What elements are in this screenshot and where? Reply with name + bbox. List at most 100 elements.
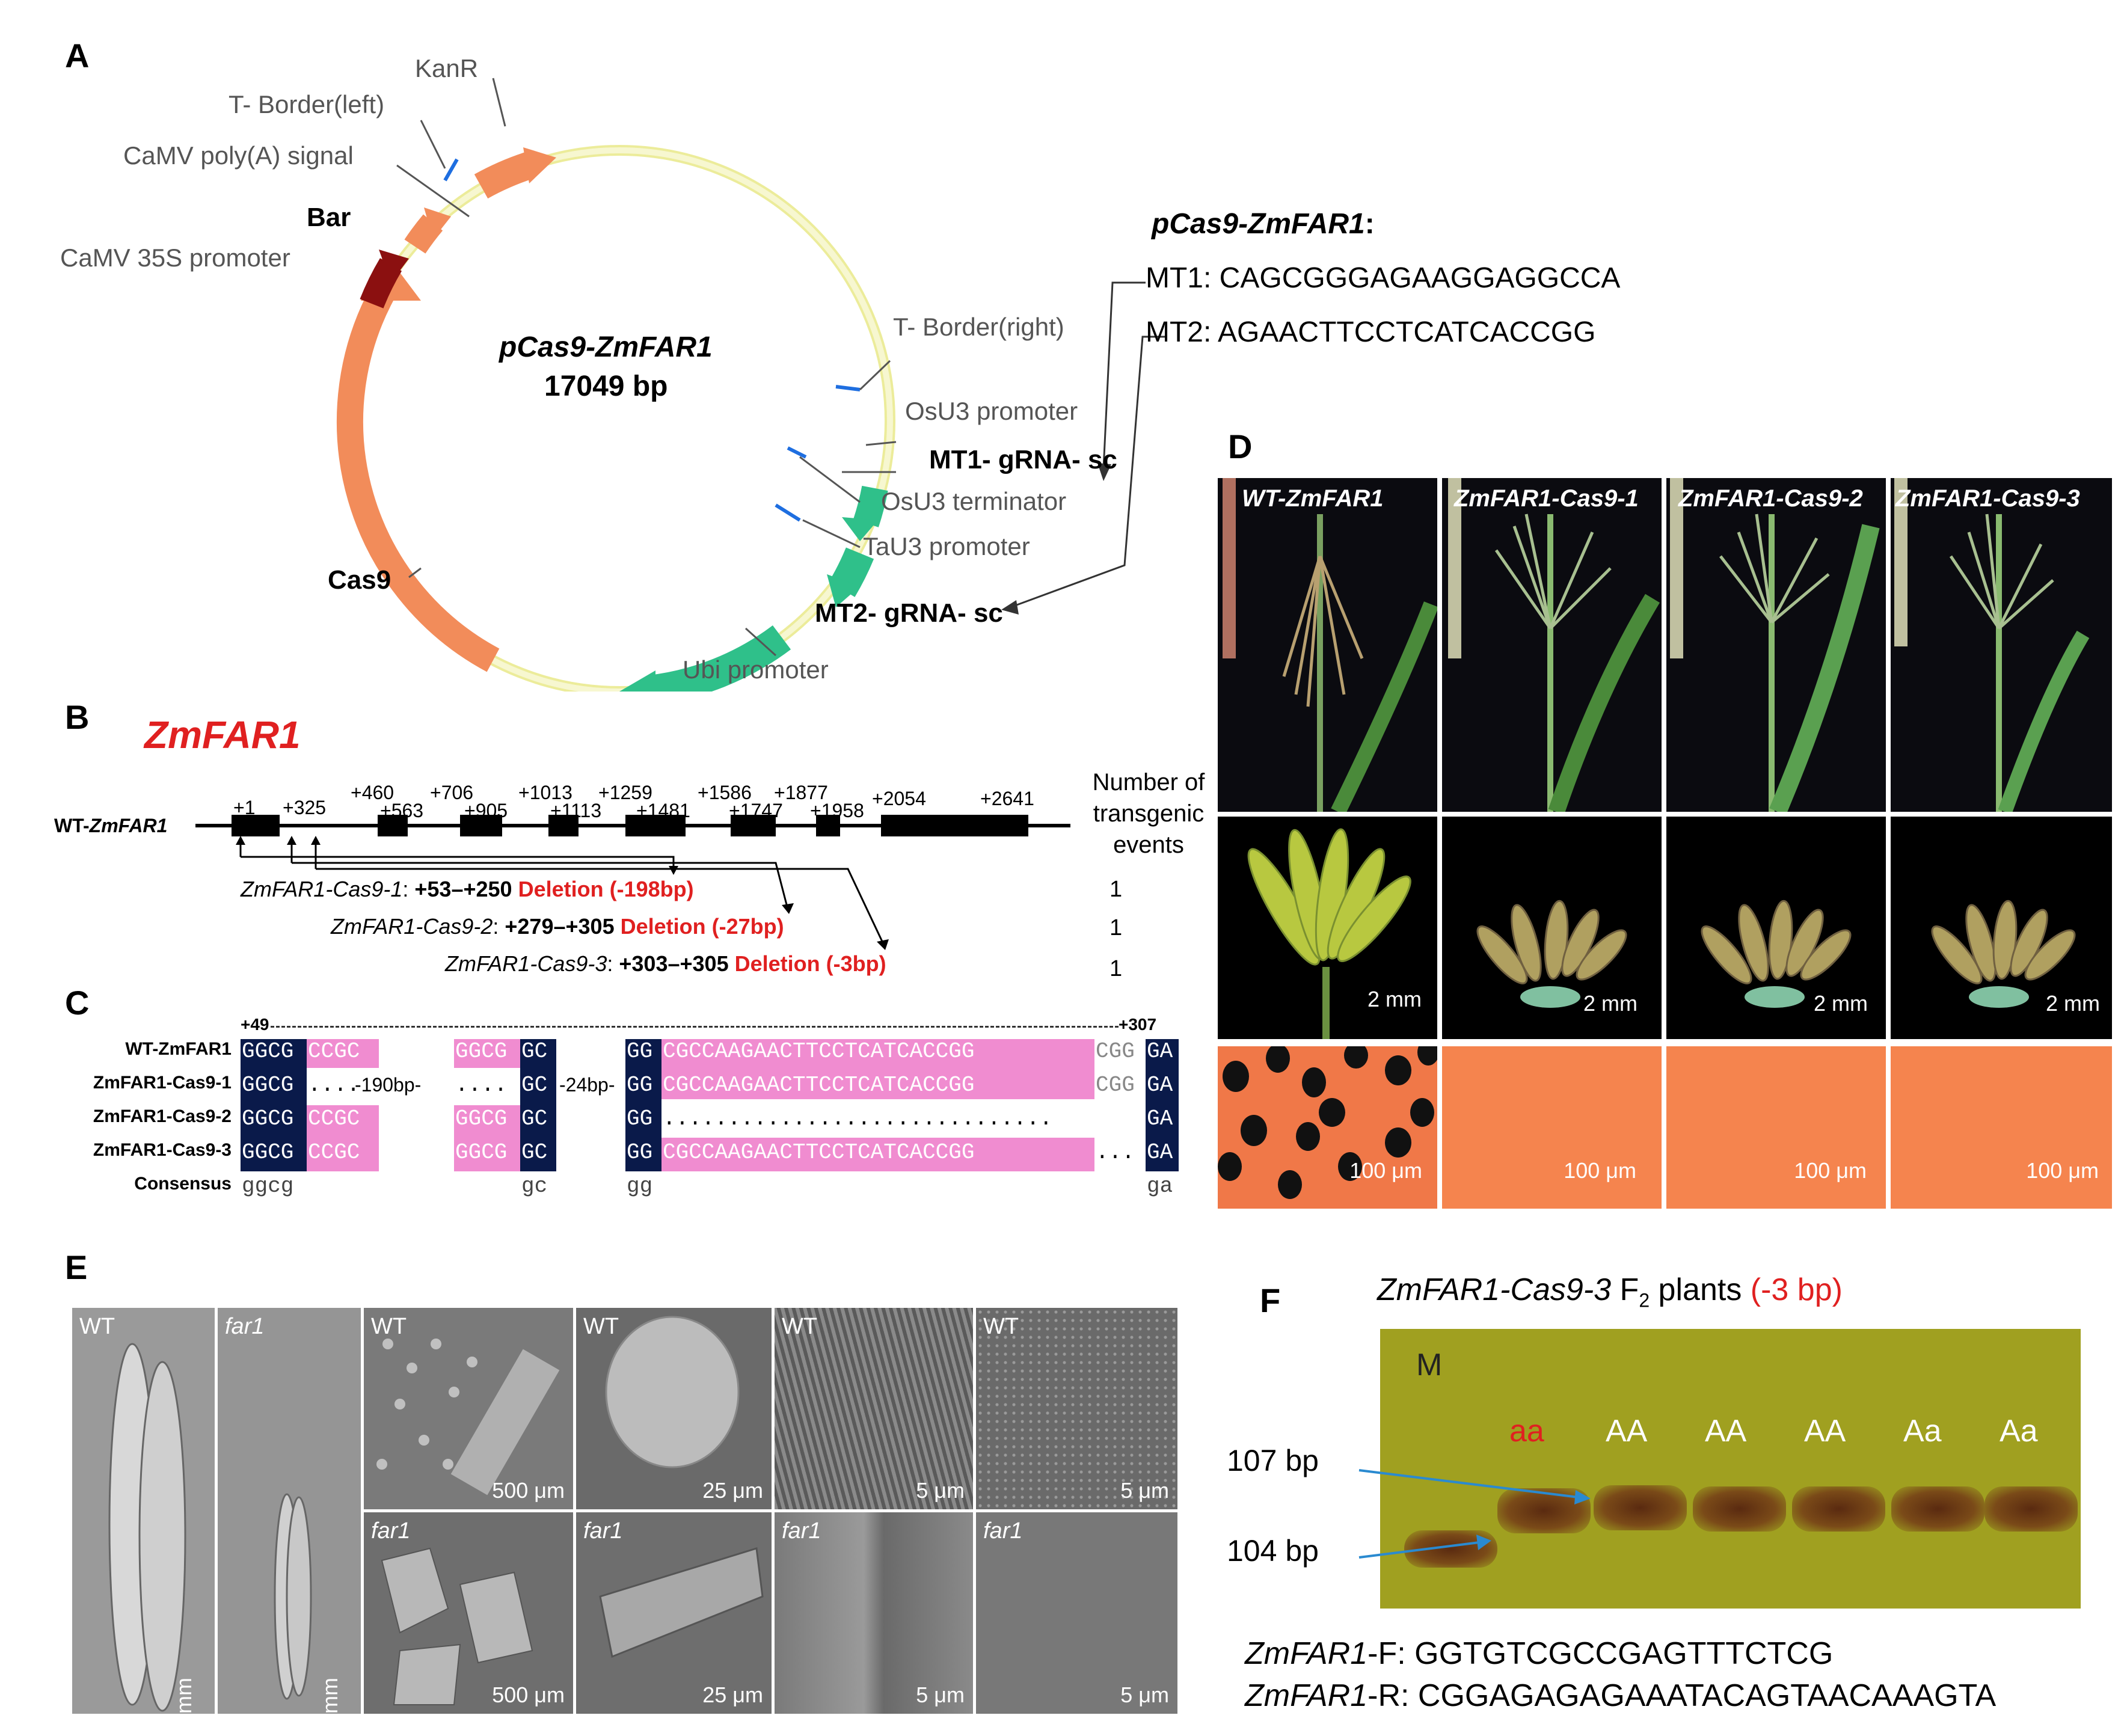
seq-seg: CCGC [308,1039,360,1064]
mt1-sequence: MT1: CAGCGGGAGAAGGAGGCCA [1146,262,1621,294]
sem-label: far1 [583,1518,623,1544]
seq-seg: GC [521,1073,548,1097]
kanr-arc [474,152,534,199]
alignment-ruler [271,1026,1119,1028]
gene-title: ZmFAR1 [144,713,301,756]
pos-label: +1 [233,797,256,818]
sem-scale: 5 μm [1120,1478,1169,1503]
gel-title: ZmFAR1-Cas9-3 F2 plants (-3 bp) [1377,1272,1843,1311]
wt-prefix: WT- [54,815,90,836]
line-deletion: Deletion (-198bp) [518,877,694,901]
wt-gene-label: WT-ZmFAR1 [54,815,167,837]
alignment-start: +49 [241,1015,269,1034]
panel-d-letter: D [1228,428,1253,465]
gel-image: M aa AA AA AA Aa Aa [1380,1329,2081,1609]
seq-seg: CGCCAAGAACTTCCTCATCACCGG [663,1039,975,1064]
bar-label: Bar [307,203,351,232]
scale-bar-label: 2 mm [1583,991,1637,1016]
tassel-photo-wt: WT-ZmFAR1 [1218,478,1437,812]
sem-label: far1 [983,1518,1023,1544]
seq-seg: .... [455,1073,508,1097]
seq-seg: GA [1147,1106,1173,1131]
seq-seg: GC [521,1140,548,1165]
sem-far1-1: far1 500 μm [364,1512,573,1714]
gel-title-f: F [1619,1272,1639,1307]
gel-title-sub: 2 [1639,1289,1650,1311]
column-label: ZmFAR1-Cas9-2 [1678,485,1863,512]
seq-seg: CGCCAAGAACTTCCTCATCACCGG [663,1073,975,1097]
consensus-seg: gc [521,1174,548,1198]
band-lane-3 [1693,1486,1786,1532]
tassel-photo-cas9-2: ZmFAR1-Cas9-2 [1666,478,1886,812]
events-header: Number of transgenic events [1058,767,1239,860]
cas9-label: Cas9 [328,565,391,595]
seq-seg: GGCG [455,1106,508,1131]
sem-scale: 25 μm [702,1682,763,1707]
sem-wt-1: WT 500 μm [364,1308,573,1509]
seq-seg: GGCG [455,1039,508,1064]
line-name: ZmFAR1-Cas9-1 [241,877,403,901]
sem-wt-4: WT 5 μm [976,1308,1177,1509]
seq-seg: ... [1096,1140,1135,1165]
lane-genotype: Aa [1903,1414,1942,1449]
seq-seg: GA [1147,1073,1173,1097]
line-range: +279–+305 [505,914,615,939]
pos-label: +905 [464,800,508,821]
pos-label: +563 [380,800,424,821]
scale-bar-label: 100 μm [2026,1158,2099,1183]
primer-seq: CGGAGAGAGAAATACAGTAACAAAGTA [1417,1678,1997,1713]
gel-title-line: ZmFAR1-Cas9-3 [1377,1272,1612,1307]
panel-e-letter: E [65,1248,88,1286]
sem-scale: 500 μm [492,1478,565,1503]
tborder-left-label: T- Border(left) [229,90,385,118]
pos-label: +1013 [518,782,572,803]
seq-seg: GGCG [242,1073,294,1097]
plasmid-name: pCas9-ZmFAR1 [499,331,713,363]
column-label: ZmFAR1-Cas9-1 [1454,485,1639,512]
sem-label: WT [583,1314,619,1339]
seq-seg: CCGC [308,1140,360,1165]
row-label: ZmFAR1-Cas9-2 [93,1106,232,1126]
marker-label: M [1416,1348,1443,1382]
row-label: ZmFAR1-Cas9-3 [93,1140,232,1160]
consensus-seg: gg [627,1174,653,1198]
pollen-photo-cas9-1: 100 μm [1442,1046,1662,1209]
spikelet-photo-wt: 2 mm [1218,817,1437,1039]
pos-label: +1259 [598,782,652,803]
camv-polya-label: CaMV poly(A) signal [123,141,354,170]
seq-seg: GGCG [455,1140,508,1165]
sem-far1-4: far1 5 μm [976,1512,1177,1714]
primer-name: ZmFAR1 [1245,1678,1368,1713]
seq-seg: GG [627,1106,653,1131]
band-lane-5 [1891,1486,1984,1532]
seq-seg: CGG [1096,1073,1135,1097]
spikelet-photo-cas9-1: 2 mm [1442,817,1662,1039]
primer-reverse: ZmFAR1-R: CGGAGAGAGAAATACAGTAACAAAGTA [1245,1678,1996,1714]
sem-anther-wt: WT 1 mm [72,1308,215,1714]
sem-scale: 5 μm [1120,1682,1169,1707]
plasmid-map [336,78,1167,692]
primer-seq: GGTGTCGCCGAGTTTCTCG [1414,1636,1834,1671]
kanr-label: KanR [415,54,479,82]
deletion-line-1: ZmFAR1-Cas9-1: +53–+250 Deletion (-198bp… [241,877,694,901]
seq-seg: GA [1147,1039,1173,1064]
event-count: 1 [1110,915,1123,940]
seq-seg: .............................. [663,1106,1053,1131]
spikelet-photo-cas9-3: 2 mm [1891,817,2112,1039]
sem-label: WT [983,1314,1019,1339]
line-range: +303–+305 [619,951,729,976]
sem-scale: 500 μm [492,1682,565,1707]
lane-genotype: Aa [2000,1414,2038,1449]
tau3-promoter-label: TaU3 promoter [863,532,1030,560]
seq-seg: GG [627,1073,653,1097]
deletion-line-2: ZmFAR1-Cas9-2: +279–+305 Deletion (-27bp… [331,914,784,939]
scale-bar-label: 100 μm [1349,1158,1422,1183]
events-header-line: Number of [1092,769,1205,796]
scale-bar-label: 2 mm [2046,991,2100,1016]
sem-scale: 25 μm [702,1478,763,1503]
primer-name: ZmFAR1 [1245,1636,1368,1671]
band-lane-2 [1594,1485,1687,1530]
pos-label: +460 [351,782,394,803]
plasmid-size: 17049 bp [544,370,668,402]
pollen-photo-wt: 100 μm [1218,1046,1437,1209]
